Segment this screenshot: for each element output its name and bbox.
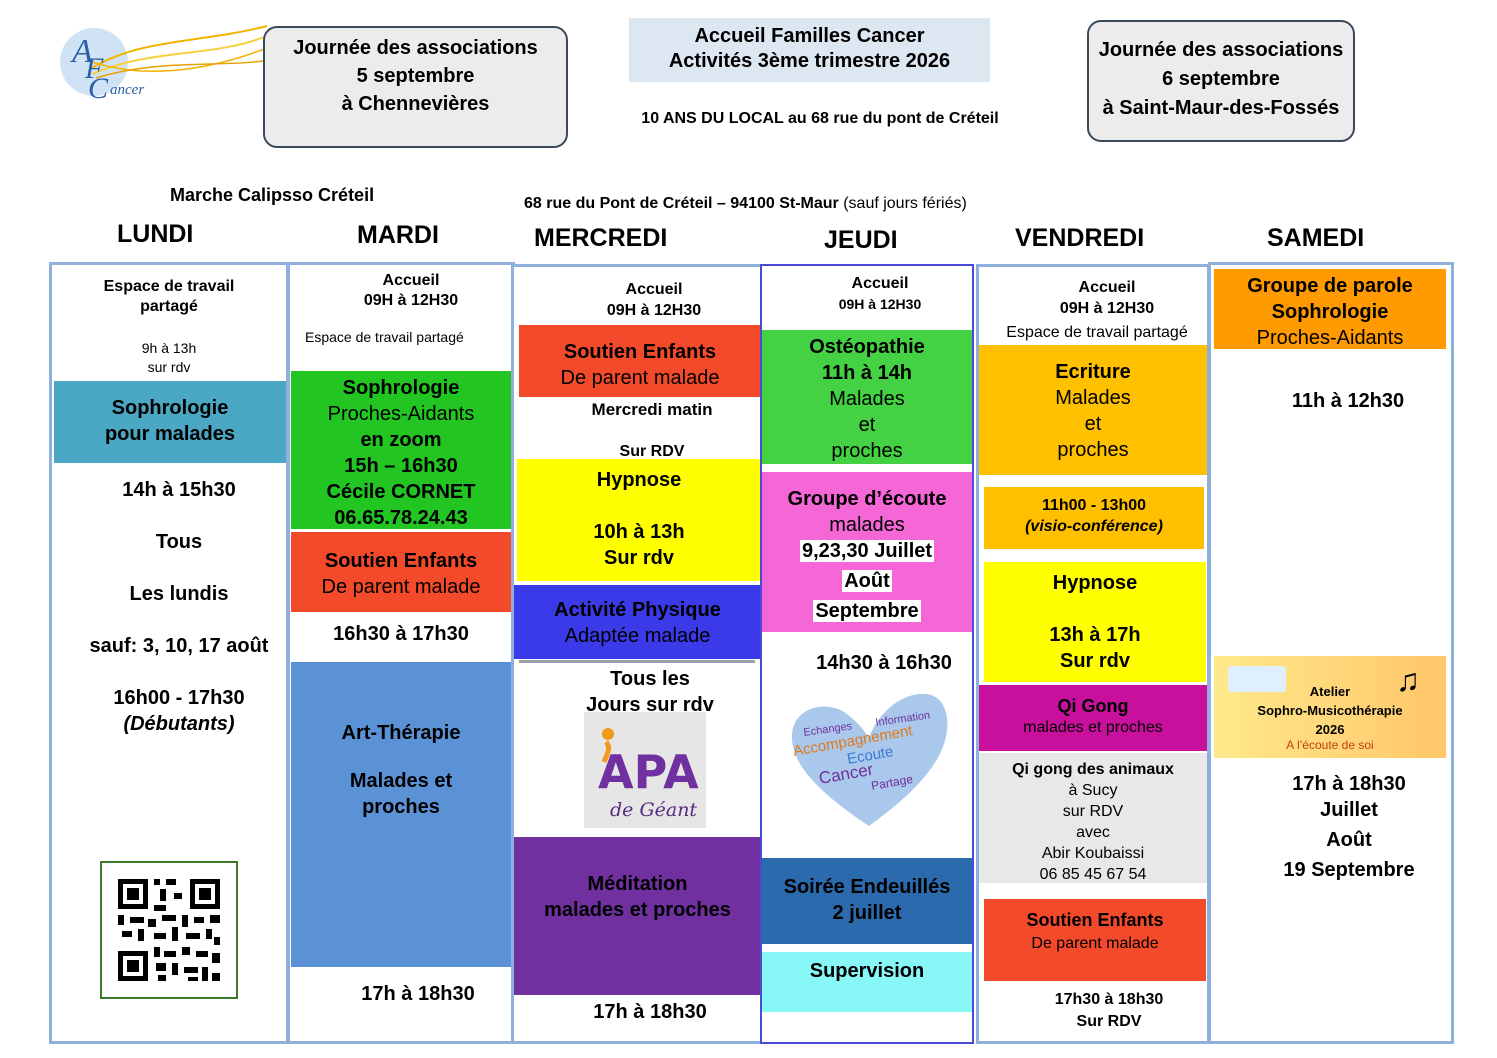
jeudi-supervision: Supervision xyxy=(762,952,972,1012)
vendredi-soutien-enfants: Soutien Enfants De parent malade xyxy=(984,899,1206,981)
svg-text:ancer: ancer xyxy=(110,82,144,98)
svg-text:F: F xyxy=(84,52,104,85)
atelier-year: 2026 xyxy=(1315,722,1345,737)
journee-place: à Saint-Maur-des-Fossés xyxy=(1102,97,1340,119)
atelier-subtitle: A l’écoute de soi xyxy=(1286,738,1374,752)
heart-icon: Echanges Information Accompagnement Ecou… xyxy=(792,693,948,826)
journee-label: Journée des associations xyxy=(293,37,538,59)
jeudi-time: 14h30 à 16h30 xyxy=(816,652,952,674)
apa-logo-sub: de Géant xyxy=(610,799,697,821)
mardi-art-therapie: Art-Thérapie Malades et proches xyxy=(291,662,511,967)
jeudi-date-septembre: Septembre xyxy=(813,600,921,622)
title-period: Activités 3ème trimestre 2026 xyxy=(668,50,951,72)
lundi-sophrologie: Sophrologie pour malades xyxy=(54,381,286,463)
day-mardi: MARDI xyxy=(357,221,439,249)
vendredi-accueil: Accueil 09H à 12H30 xyxy=(1059,279,1155,317)
music-note-icon: ♫ xyxy=(1396,662,1420,698)
samedi-time-1: 11h à 12h30 xyxy=(1291,390,1405,412)
address: 68 rue du Pont de Créteil – 94100 St-Mau… xyxy=(524,195,839,212)
mercredi-time: 17h à 18h30 xyxy=(593,1001,707,1023)
jeudi-groupe-ecoute: Groupe d’écoute malades 9,23,30 Juillet … xyxy=(762,472,972,632)
jeudi-date-aout: Août xyxy=(842,570,892,592)
atelier-title: Sophro-Musicothérapie xyxy=(1257,703,1403,718)
qr-code-icon xyxy=(118,879,220,981)
mardi-soutien-enfants: Soutien Enfants De parent malade xyxy=(291,532,511,612)
day-lundi: LUNDI xyxy=(117,220,194,248)
jeudi-accueil: Accueil 09H à 12H30 xyxy=(838,275,922,312)
column-vendredi: Accueil 09H à 12H30 Espace de travail pa… xyxy=(976,264,1210,1044)
mercredi-tous-les-jours: Tous les Jours sur rdv xyxy=(586,668,714,716)
jeudi-date-juillet: 9,23,30 Juillet xyxy=(799,540,935,562)
mercredi-matin: Mercredi matin xyxy=(591,400,713,419)
column-mercredi: Accueil 09H à 12H30 Soutien Enfants De p… xyxy=(511,264,764,1044)
mercredi-sur-rdv: Sur RDV xyxy=(619,443,685,460)
apa-logo-icon: APA de Géant xyxy=(598,728,699,821)
mercredi-hypnose: Hypnose 10h à 13h Sur rdv xyxy=(517,459,761,581)
apa-logo-text: APA xyxy=(598,745,699,799)
heart-image: Echanges Information Accompagnement Ecou… xyxy=(784,686,954,836)
samedi-time-2: 17h à 18h30 Juillet Août 19 Septembre xyxy=(1283,773,1415,881)
jeudi-osteopathie: Ostéopathie 11h à 14h Malades et proches xyxy=(762,330,972,464)
mardi-espace: Espace de travail partagé xyxy=(305,329,464,345)
mercredi-accueil: Accueil 09H à 12H30 xyxy=(606,281,702,319)
lundi-times: 14h à 15h30 Tous Les lundis sauf: 3, 10,… xyxy=(89,479,269,735)
vendredi-espace: Espace de travail partagé xyxy=(1006,324,1188,341)
svg-text:A: A xyxy=(70,33,93,70)
column-jeudi: Accueil 09H à 12H30 Ostéopathie 11h à 14… xyxy=(760,264,974,1044)
day-mercredi: MERCREDI xyxy=(534,224,668,252)
afc-logo: A F C ancer xyxy=(52,18,272,110)
vendredi-soutien-time: 17h30 à 18h30 Sur RDV xyxy=(1054,991,1164,1030)
jeudi-soiree-endeuilles: Soirée Endeuillés 2 juillet xyxy=(762,858,972,944)
journee-date: 6 septembre xyxy=(1162,68,1280,90)
title-org: Accueil Familles Cancer xyxy=(694,25,925,47)
vendredi-qi-gong: Qi Gong malades et proches xyxy=(979,685,1207,751)
samedi-groupe-parole: Groupe de parole Sophrologie Proches-Aid… xyxy=(1214,269,1446,349)
afc-logo-icon: A F C ancer xyxy=(60,25,271,105)
journee-place: à Chennevières xyxy=(341,93,490,115)
samedi-atelier: ♫ Atelier Sophro-Musicothérapie 2026 A l… xyxy=(1214,656,1446,758)
mercredi-meditation: Méditation malades et proches xyxy=(514,837,761,995)
journee-label: Journée des associations xyxy=(1098,39,1344,61)
vendredi-visio: 11h00 - 13h00 (visio-conférence) xyxy=(984,487,1204,549)
column-mardi: Accueil 09H à 12H30 Espace de travail pa… xyxy=(287,262,515,1044)
mardi-sophrologie: Sophrologie Proches-Aidants en zoom 15h … xyxy=(291,371,511,529)
mardi-accueil: Accueil 09H à 12H30 xyxy=(363,272,459,309)
mardi-soutien-time: 16h30 à 17h30 xyxy=(333,623,469,645)
journee-date: 5 septembre xyxy=(356,65,475,87)
address-line: 68 rue du Pont de Créteil – 94100 St-Mau… xyxy=(524,195,967,213)
vendredi-hypnose: Hypnose 13h à 17h Sur rdv xyxy=(984,562,1206,682)
address-note: (sauf jours fériés) xyxy=(838,195,967,212)
atelier-logo-icon xyxy=(1228,666,1286,692)
mardi-art-time: 17h à 18h30 xyxy=(361,983,475,1005)
mercredi-activite-physique: Activité Physique Adaptée malade xyxy=(514,585,761,659)
vendredi-qi-gong-animaux: Qi gong des animaux à Sucy sur RDV avec … xyxy=(979,753,1207,883)
qr-code[interactable] xyxy=(100,861,238,999)
mercredi-divider xyxy=(519,660,755,663)
marche-note: Marche Calipsso Créteil xyxy=(170,185,375,205)
journee-chennevieres-box: Journée des associations 5 septembre à C… xyxy=(263,26,568,148)
mercredi-soutien-enfants: Soutien Enfants De parent malade xyxy=(519,325,761,397)
journee-saint-maur-box: Journée des associations 6 septembre à S… xyxy=(1087,20,1355,142)
atelier-label: Atelier xyxy=(1309,684,1351,699)
column-lundi: Espace de travail partagé 9h à 13h sur r… xyxy=(49,262,289,1044)
apa-logo: APA de Géant xyxy=(584,712,706,828)
day-vendredi: VENDREDI xyxy=(1015,224,1145,252)
day-samedi: SAMEDI xyxy=(1267,224,1365,252)
lundi-espace: Espace de travail partagé xyxy=(103,278,235,315)
lundi-espace-hours: 9h à 13h sur rdv xyxy=(141,340,197,375)
column-samedi: Groupe de parole Sophrologie Proches-Aid… xyxy=(1208,262,1454,1044)
page-title: Accueil Familles Cancer Activités 3ème t… xyxy=(629,18,990,82)
local-note: 10 ANS DU LOCAL au 68 rue du pont de Cré… xyxy=(641,110,999,127)
day-jeudi: JEUDI xyxy=(824,226,898,254)
svg-text:C: C xyxy=(88,72,109,105)
vendredi-ecriture: Ecriture Malades et proches xyxy=(979,345,1207,475)
